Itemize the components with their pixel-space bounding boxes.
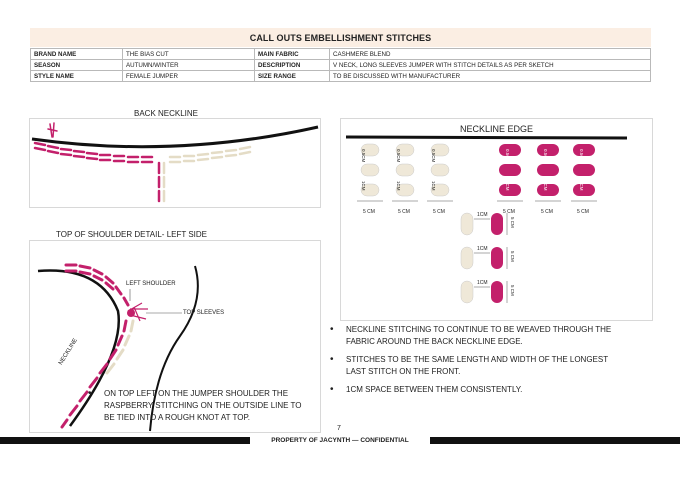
- list-item: STITCHES TO BE THE SAME LENGTH AND WIDTH…: [328, 354, 628, 378]
- dim-label: 1CM: [361, 181, 366, 191]
- dim-label: 5 CM: [510, 217, 515, 228]
- list-item: ON TOP LEFT ON THE JUMPER SHOULDER THE R…: [86, 388, 311, 424]
- top-sleeves-label: TOP SLEEVES: [183, 310, 225, 316]
- page-number: 7: [337, 425, 341, 432]
- back-neckline-sketch: [31, 122, 319, 203]
- dim-label: 1CM: [477, 280, 488, 286]
- dim-label: 1CM: [477, 246, 488, 252]
- dim-label: 5 CM: [363, 209, 375, 215]
- dim-label: 0.5CM: [543, 149, 548, 163]
- footer-text: PROPERTY OF JACYNTH — CONFIDENTIAL: [271, 437, 409, 444]
- neckline-edge-diagram: [345, 135, 628, 304]
- shoulder-detail-title: TOP OF SHOULDER DETAIL- LEFT SIDE: [56, 230, 207, 239]
- neckline-notes: NECKLINE STITCHING TO CONTINUE TO BE WEA…: [328, 324, 628, 402]
- dim-label: 1CM: [543, 181, 548, 191]
- spec-value: THE BIAS CUT: [122, 48, 255, 60]
- neckline-edge-panel: NECKLINE EDGE 5 CM 5 CM 5 CM 5: [340, 118, 653, 321]
- table-row: SEASON AUTUMN/WINTER DESCRIPTION V NECK,…: [30, 59, 651, 71]
- back-neckline-title: BACK NECKLINE: [134, 109, 199, 118]
- table-row: BRAND NAME THE BIAS CUT MAIN FABRIC CASH…: [30, 48, 651, 60]
- spec-table: BRAND NAME THE BIAS CUT MAIN FABRIC CASH…: [30, 48, 651, 82]
- dim-label: 5 CM: [541, 209, 553, 215]
- table-row: STYLE NAME FEMALE JUMPER SIZE RANGE TO B…: [30, 70, 651, 82]
- dim-label: 5 CM: [433, 209, 445, 215]
- dim-label: 5 CM: [510, 285, 515, 296]
- spec-value: V NECK, LONG SLEEVES JUMPER WITH STITCH …: [329, 59, 651, 71]
- footer-divider-right: [430, 437, 680, 444]
- dim-label: 1CM: [505, 181, 510, 191]
- dim-label: 5 CM: [510, 251, 515, 262]
- dim-label: 5 CM: [577, 209, 589, 215]
- dim-label: 1CM: [431, 181, 436, 191]
- dim-label: 0.5CM: [361, 149, 366, 163]
- spec-value: FEMALE JUMPER: [122, 70, 255, 82]
- dim-label: 0.5CM: [579, 149, 584, 163]
- footer-divider-left: [0, 437, 250, 444]
- spec-key: STYLE NAME: [30, 70, 123, 82]
- dim-label: 5 CM: [503, 209, 515, 215]
- spec-key: SIZE RANGE: [254, 70, 330, 82]
- dim-label: 1CM: [579, 181, 584, 191]
- dim-label: 1CM: [477, 212, 488, 218]
- page-title: CALL OUTS EMBELLISHMENT STITCHES: [30, 28, 651, 47]
- dim-label: 5 CM: [398, 209, 410, 215]
- dim-label: 0.5CM: [505, 149, 510, 163]
- list-item: NECKLINE STITCHING TO CONTINUE TO BE WEA…: [328, 324, 628, 348]
- neckline-edge-title: NECKLINE EDGE: [459, 124, 534, 134]
- dim-label: 0.5CM: [431, 149, 436, 163]
- spec-value: CASHMERE BLEND: [329, 48, 651, 60]
- dim-label: 1CM: [396, 181, 401, 191]
- list-item: 1CM SPACE BETWEEN THEM CONSISTENTLY.: [328, 384, 628, 396]
- back-neckline-panel: [29, 118, 321, 208]
- spec-key: BRAND NAME: [30, 48, 123, 60]
- spec-key: MAIN FABRIC: [254, 48, 330, 60]
- spec-value: AUTUMN/WINTER: [122, 59, 255, 71]
- spec-key: SEASON: [30, 59, 123, 71]
- dim-label: 0.5CM: [396, 149, 401, 163]
- spec-key: DESCRIPTION: [254, 59, 330, 71]
- left-shoulder-label: LEFT SHOULDER: [126, 281, 176, 287]
- shoulder-notes: ON TOP LEFT ON THE JUMPER SHOULDER THE R…: [86, 388, 311, 430]
- spec-value: TO BE DISCUSSED WITH MANUFACTURER: [329, 70, 651, 82]
